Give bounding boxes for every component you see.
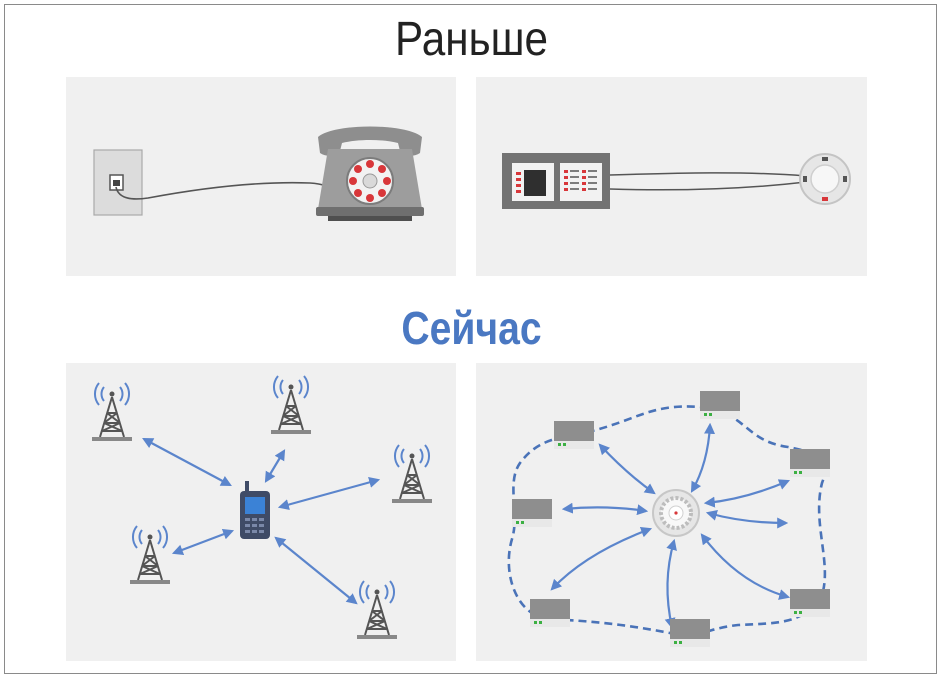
wall-jack-icon [93, 149, 143, 216]
cellular-illustration [91, 375, 433, 640]
alarm-wire-top [609, 172, 807, 177]
phone-cord [115, 181, 337, 200]
smoke-detector-icon [652, 489, 700, 537]
rotary-phone-icon [316, 126, 424, 221]
connection-arrows [142, 437, 381, 605]
panel-cellular [66, 363, 456, 661]
mesh-arrows [550, 422, 791, 630]
heading-now: Сейчас [401, 302, 542, 354]
panel-wired-alarm [476, 77, 867, 276]
panel-landline [66, 77, 456, 276]
heading-before: Раньше [395, 13, 548, 66]
panel-mesh [476, 363, 867, 661]
mobile-phone-icon [240, 481, 270, 539]
control-panel-icon [502, 153, 610, 209]
mesh-dashed-ring [507, 405, 827, 637]
mesh-illustration [507, 391, 830, 647]
smoke-detector-icon [799, 153, 851, 205]
wired-alarm-illustration [502, 153, 851, 209]
landline-illustration [93, 126, 424, 221]
alarm-wire-bottom [609, 181, 807, 191]
